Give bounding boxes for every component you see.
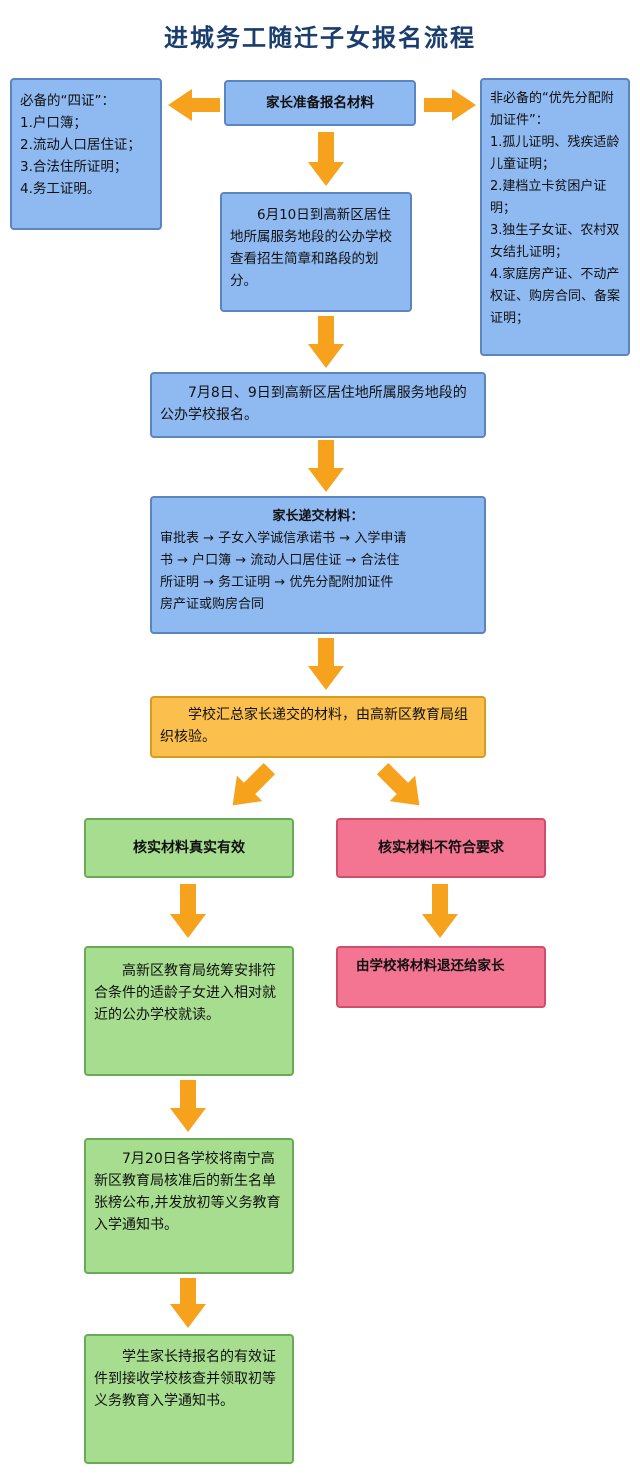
optional-item: 4.家庭房产证、不动产权证、购房合同、备案证明； bbox=[490, 267, 621, 326]
required-item: 4.务工证明。 bbox=[20, 181, 101, 197]
start-box: 家长准备报名材料 bbox=[224, 80, 416, 126]
arrow-down-icon bbox=[170, 1080, 206, 1132]
submit-line: 审批表 → 子女入学诚信承诺书 → 入学申请 bbox=[160, 531, 407, 546]
step2-box: 7月8日、9日到高新区居住地所属服务地段的公办学校报名。 bbox=[150, 372, 486, 438]
arrow-right-icon bbox=[424, 89, 476, 121]
verify-box: 学校汇总家长递交的材料，由高新区教育局组织核验。 bbox=[150, 696, 486, 758]
arrow-down-icon bbox=[308, 638, 344, 690]
announce-text: 7月20日各学校将南宁高新区教育局核准后的新生名单张榜公布,并发放初等义务教育入… bbox=[94, 1151, 281, 1233]
required-item: 3.合法住所证明； bbox=[20, 159, 128, 175]
submit-line: 房产证或购房合同 bbox=[160, 597, 265, 612]
valid-text: 核实材料真实有效 bbox=[133, 840, 245, 856]
required-docs-box: 必备的“四证”： 1.户口簿； 2.流动人口居住证； 3.合法住所证明； 4.务… bbox=[10, 78, 162, 230]
optional-heading: 非必备的“优先分配附加证件”： bbox=[490, 91, 614, 128]
invalid-box: 核实材料不符合要求 bbox=[336, 818, 546, 878]
assign-text: 高新区教育局统筹安排符合条件的适龄子女进入相对就近的公办学校就读。 bbox=[94, 963, 276, 1023]
page-title: 进城务工随迁子女报名流程 bbox=[164, 24, 476, 52]
arrow-down-left-icon bbox=[232, 762, 276, 806]
submit-heading: 家长递交材料： bbox=[272, 509, 364, 524]
arrow-down-icon bbox=[308, 440, 344, 492]
arrow-left-icon bbox=[168, 89, 220, 121]
arrow-down-right-icon bbox=[376, 762, 420, 806]
step1-text: 6月10日到高新区居住地所属服务地段的公办学校查看招生简章和路段的划分。 bbox=[230, 207, 392, 289]
start-label: 家长准备报名材料 bbox=[266, 95, 374, 111]
valid-box: 核实材料真实有效 bbox=[84, 818, 294, 878]
arrow-down-icon bbox=[308, 132, 344, 186]
arrow-down-icon bbox=[170, 884, 206, 938]
announce-box: 7月20日各学校将南宁高新区教育局核准后的新生名单张榜公布,并发放初等义务教育入… bbox=[84, 1138, 294, 1274]
arrow-down-icon bbox=[422, 884, 458, 938]
invalid-text: 核实材料不符合要求 bbox=[378, 840, 504, 856]
submit-line: 书 → 户口簿 → 流动人口居住证 → 合法住 bbox=[160, 553, 400, 568]
collect-box: 学生家长持报名的有效证件到接收学校核查并领取初等义务教育入学通知书。 bbox=[84, 1334, 294, 1464]
assign-box: 高新区教育局统筹安排符合条件的适龄子女进入相对就近的公办学校就读。 bbox=[84, 946, 294, 1076]
optional-item: 2.建档立卡贫困户证明； bbox=[490, 179, 607, 216]
return-box: 由学校将材料退还给家长 bbox=[336, 946, 546, 1008]
arrow-down-icon bbox=[170, 1278, 206, 1328]
submit-line: 所证明 → 务工证明 → 优先分配附加证件 bbox=[160, 575, 394, 590]
collect-text: 学生家长持报名的有效证件到接收学校核查并领取初等义务教育入学通知书。 bbox=[94, 1349, 276, 1409]
submit-box: 家长递交材料： 审批表 → 子女入学诚信承诺书 → 入学申请 书 → 户口簿 →… bbox=[150, 496, 486, 634]
required-heading: 必备的“四证”： bbox=[20, 93, 115, 109]
required-item: 2.流动人口居住证； bbox=[20, 137, 141, 153]
step2-text: 7月8日、9日到高新区居住地所属服务地段的公办学校报名。 bbox=[160, 385, 467, 423]
required-item: 1.户口簿； bbox=[20, 115, 87, 131]
verify-text: 学校汇总家长递交的材料，由高新区教育局组织核验。 bbox=[160, 707, 468, 745]
optional-item: 3.独生子女证、农村双女结扎证明； bbox=[490, 223, 620, 260]
return-text: 由学校将材料退还给家长 bbox=[356, 958, 505, 974]
step1-box: 6月10日到高新区居住地所属服务地段的公办学校查看招生简章和路段的划分。 bbox=[220, 192, 412, 312]
optional-item: 1.孤儿证明、残疾适龄儿童证明； bbox=[490, 135, 620, 172]
arrow-down-icon bbox=[308, 316, 344, 368]
optional-docs-box: 非必备的“优先分配附加证件”： 1.孤儿证明、残疾适龄儿童证明； 2.建档立卡贫… bbox=[480, 78, 630, 356]
